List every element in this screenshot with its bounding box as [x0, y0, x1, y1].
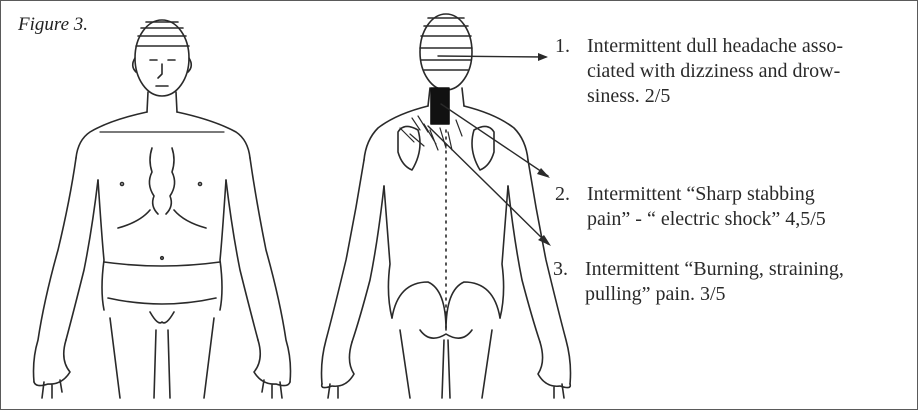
front-head-band — [136, 22, 189, 46]
legend-line: Intermittent dull headache asso- — [587, 34, 843, 59]
front-left-hand — [34, 340, 70, 398]
back-legs — [400, 330, 492, 398]
front-torso — [98, 180, 226, 310]
back-neck-shaded-region-2 — [431, 88, 449, 124]
legend-line: ciated with dizziness and drow- — [587, 59, 843, 84]
legend-text: Intermittent dull headache asso- ciated … — [587, 34, 843, 109]
front-body-figure — [34, 20, 291, 398]
legend-line: Intermittent “Sharp stabbing — [587, 182, 826, 207]
back-right-hand — [538, 342, 570, 398]
back-head-band-region-1 — [420, 18, 472, 70]
front-head — [135, 20, 189, 96]
legend-line: Intermittent “Burning, straining, — [585, 257, 844, 282]
front-legs — [110, 312, 214, 398]
legend-number: 2. — [555, 182, 570, 207]
back-left-scapula — [398, 126, 420, 170]
front-chest-marks — [149, 148, 174, 214]
back-left-hand — [322, 342, 354, 398]
back-body-figure — [322, 14, 571, 398]
legend-text: Intermittent “Sharp stabbing pain” - “ e… — [587, 182, 826, 232]
front-right-arm — [250, 158, 291, 382]
back-left-arm — [322, 160, 365, 384]
legend-number: 3. — [553, 257, 568, 282]
leader-line-3 — [428, 126, 548, 244]
legend-line: pulling” pain. 3/5 — [585, 282, 844, 307]
arrowhead-1 — [538, 53, 548, 61]
leader-line-1 — [438, 56, 546, 57]
front-right-hand — [254, 340, 290, 398]
leader-line-2 — [441, 104, 548, 176]
front-face — [150, 60, 175, 86]
legend-line: pain” - “ electric shock” 4,5/5 — [587, 207, 826, 232]
legend-line: siness. 2/5 — [587, 84, 843, 109]
legend-text: Intermittent “Burning, straining, pullin… — [585, 257, 844, 307]
front-left-arm — [34, 158, 77, 382]
front-shoulders — [76, 112, 250, 158]
legend-number: 1. — [555, 34, 570, 59]
